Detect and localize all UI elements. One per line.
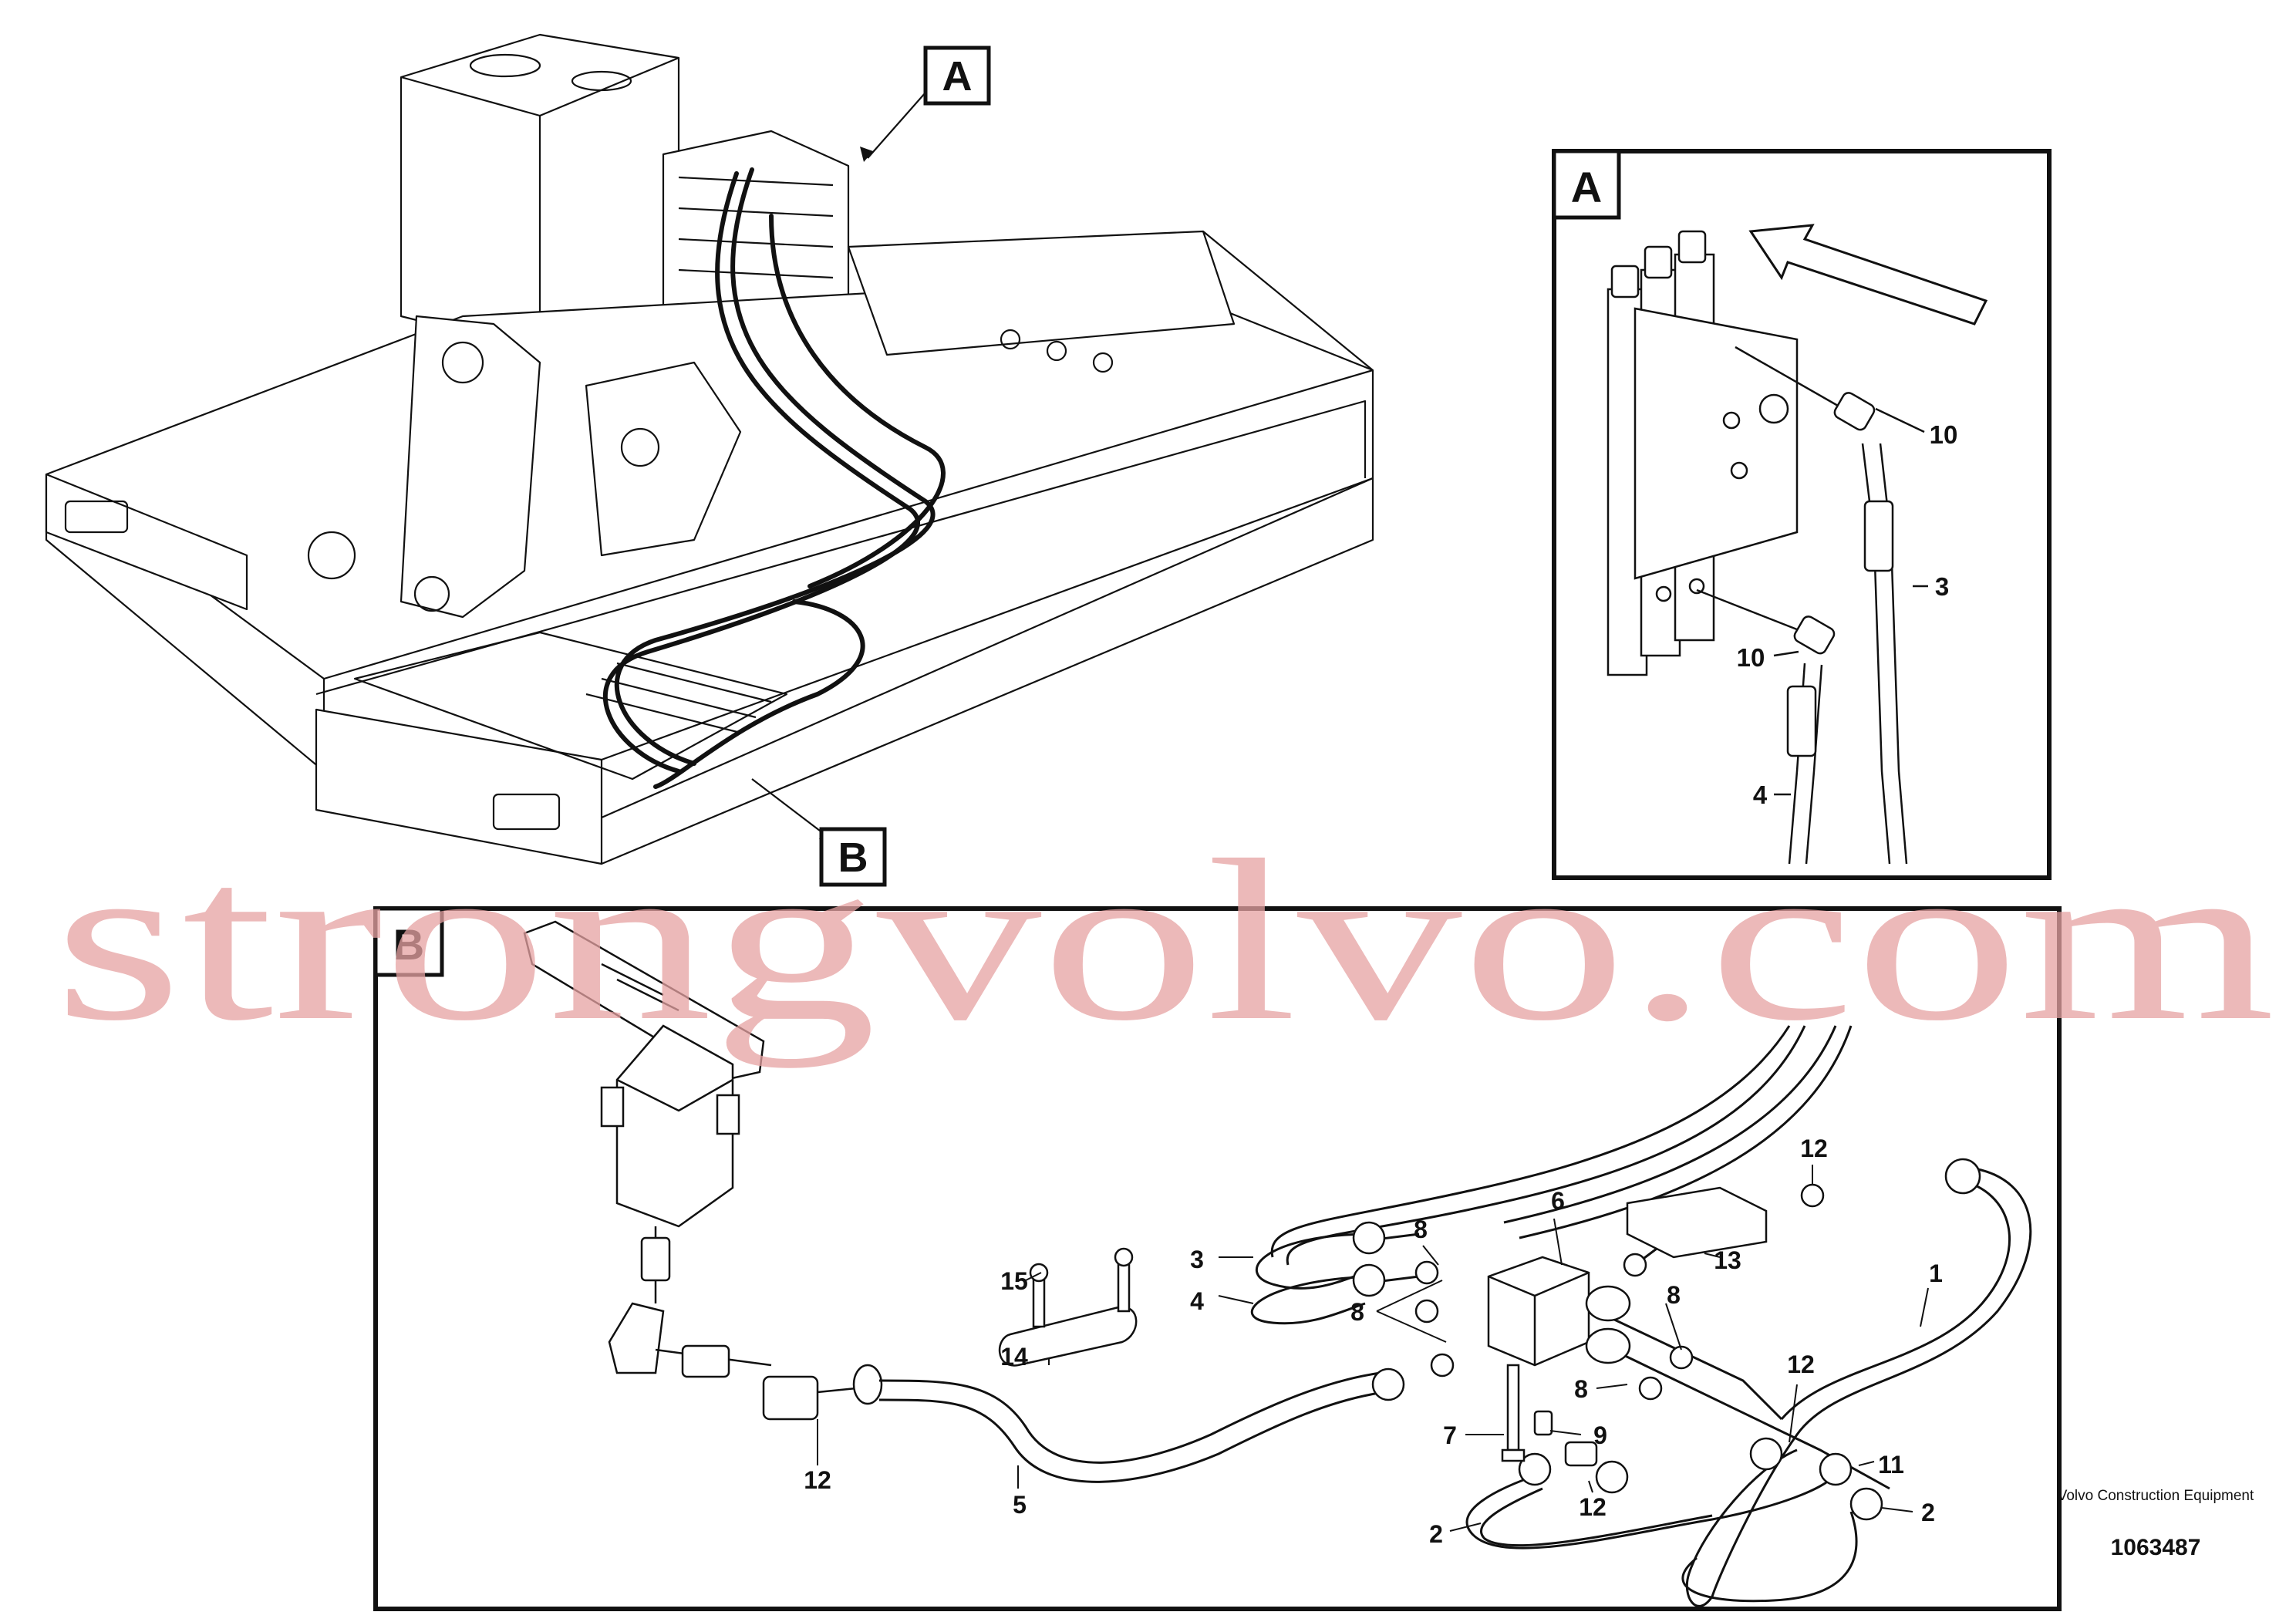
callout-b-5: 5 <box>1013 1491 1027 1519</box>
callout-b-8-lower: 8 <box>1574 1375 1588 1403</box>
detail-view-b: B <box>373 906 2062 1611</box>
callout-b-8-right: 8 <box>1667 1281 1681 1309</box>
detail-a-tag: A <box>1571 163 1602 211</box>
detail-a-hoses <box>1696 346 1928 865</box>
valve-stack <box>1607 230 1799 676</box>
watermark: strongvolvo.com <box>54 812 2275 1069</box>
callout-b-13: 13 <box>1714 1246 1741 1274</box>
callout-b-15: 15 <box>1000 1267 1028 1295</box>
callout-b-3: 3 <box>1190 1246 1204 1273</box>
overview-tag-a: A <box>923 46 991 106</box>
callout-b-12-center: 12 <box>1579 1493 1607 1521</box>
company-credit: Volvo Construction Equipment <box>2057 1488 2254 1504</box>
document-number: 1063487 <box>2110 1535 2201 1560</box>
callout-b-6: 6 <box>1551 1187 1565 1215</box>
overview-tag-b: B <box>819 827 887 887</box>
detail-b-fittings <box>998 1158 1981 1521</box>
callout-a-10-top: 10 <box>1930 420 1958 449</box>
overview-frame-illustration <box>45 33 1374 865</box>
callout-b-12-right: 12 <box>1787 1351 1815 1378</box>
callout-b-8-upper: 8 <box>1414 1216 1428 1243</box>
callout-b-7: 7 <box>1443 1421 1457 1449</box>
callout-b-12-left: 12 <box>804 1466 831 1494</box>
svg-text:A: A <box>942 53 973 99</box>
detail-a-tag-box <box>1552 149 1621 220</box>
detail-b-leaders <box>817 1165 1929 1532</box>
pedal-assembly <box>523 920 883 1421</box>
callout-b-2-left: 2 <box>1429 1520 1443 1548</box>
detail-b-tag-box <box>373 906 444 977</box>
callout-b-1: 1 <box>1929 1259 1943 1287</box>
callout-b-9: 9 <box>1593 1421 1607 1449</box>
detail-view-a: A <box>1552 149 2052 880</box>
callout-b-8-left: 8 <box>1350 1298 1364 1326</box>
view-direction-arrow <box>1748 224 1988 325</box>
svg-text:B: B <box>838 835 868 881</box>
callout-b-14: 14 <box>1000 1343 1028 1371</box>
detail-b-callouts: 12 3 4 8 6 13 8 8 15 14 8 1 12 7 9 11 12… <box>804 1135 1943 1548</box>
callout-b-12-top: 12 <box>1800 1135 1828 1162</box>
callout-b-11: 11 <box>1878 1451 1904 1479</box>
callout-b-4: 4 <box>1190 1287 1204 1315</box>
callout-a-3: 3 <box>1935 572 1949 601</box>
overview-hose-bundle <box>602 167 946 789</box>
callout-a-10-lower: 10 <box>1737 643 1765 672</box>
callout-a-4: 4 <box>1753 781 1768 809</box>
callout-b-2-right: 2 <box>1921 1499 1935 1526</box>
detail-b-tag: B <box>393 920 424 969</box>
